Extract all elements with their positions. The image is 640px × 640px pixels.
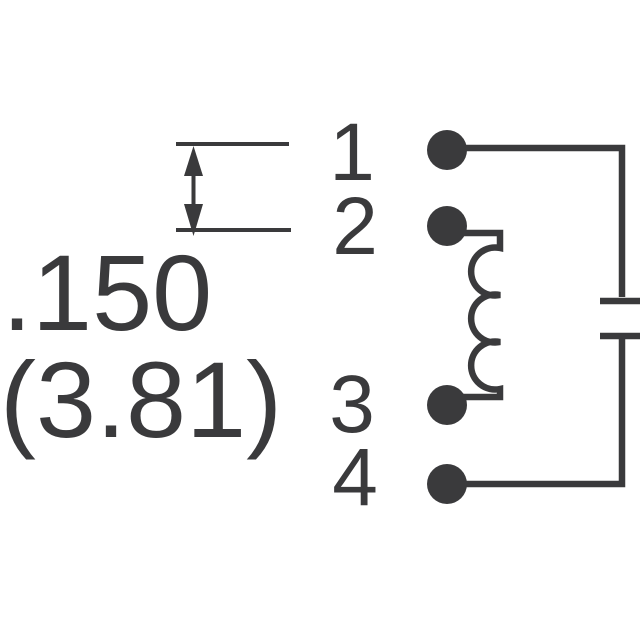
pin-3-label: 3: [329, 359, 375, 450]
pin-4-label: 4: [332, 432, 378, 523]
pin-3-terminal-dot: [427, 385, 467, 425]
dimension-value-mm: (3.81): [0, 339, 282, 460]
pin-1-wire: [447, 144, 626, 297]
coil-symbol: [447, 229, 504, 401]
arrow-down-icon: [184, 204, 203, 236]
dimension-value-inches: .150: [2, 232, 212, 353]
normally-open-contact-symbol: [447, 144, 640, 488]
pin-1-label: 1: [329, 107, 375, 198]
double-headed-vertical-arrow-icon: [184, 146, 203, 236]
pin-2-label: 2: [332, 181, 378, 272]
dimension-annotation: [176, 142, 291, 236]
pin-2-terminal-dot: [427, 206, 467, 246]
pin-4-wire: [447, 339, 626, 488]
arrow-up-icon: [184, 146, 203, 176]
